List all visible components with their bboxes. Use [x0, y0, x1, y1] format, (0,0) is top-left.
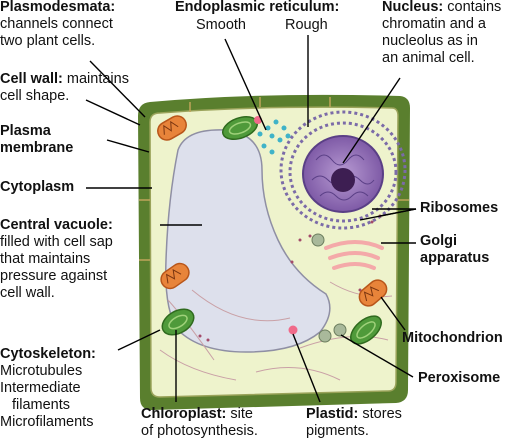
label-plastid: Plastid: stores pigments. [306, 406, 402, 440]
label-nucleus-desc4: an animal cell. [382, 50, 475, 66]
label-central-vacuole-line2: that maintains [0, 251, 91, 267]
label-cytoplasm: Cytoplasm [0, 179, 74, 196]
label-cell-wall: Cell wall: maintains cell shape. [0, 71, 129, 105]
label-cytoskeleton-line4: Microfilaments [0, 414, 94, 430]
label-golgi-line1: Golgi [420, 233, 458, 249]
label-plastid-desc1: stores [362, 406, 402, 422]
label-cytoskeleton: Cytoskeleton: Microtubules Intermediate … [0, 346, 96, 431]
label-central-vacuole-line1: filled with cell sap [0, 234, 113, 250]
label-cytoskeleton-line3: filaments [12, 397, 71, 413]
label-central-vacuole-line3: pressure against [0, 268, 108, 284]
label-nucleus: Nucleus: contains chromatin and a nucleo… [382, 0, 501, 67]
label-mitochondrion-name: Mitochondrion [402, 330, 503, 346]
label-cell-wall-desc2: cell shape. [0, 88, 70, 104]
label-er-name: Endoplasmic reticulum: [175, 0, 340, 15]
label-chloroplast-desc1: site [230, 406, 253, 422]
label-plasma-membrane-line2: membrane [0, 140, 74, 156]
golgi-apparatus [324, 240, 384, 270]
label-cytoskeleton-line2: Intermediate [0, 380, 81, 396]
label-plasmodesmata-name: Plasmodesmata: [0, 0, 116, 15]
label-central-vacuole-line4: cell wall. [0, 285, 55, 301]
label-plasmodesmata-line1: channels connect [0, 16, 113, 32]
label-nucleus-desc3: nucleolus as in [382, 33, 478, 49]
label-peroxisome: Peroxisome [418, 370, 500, 387]
mitochondrion [160, 262, 190, 290]
label-er-smooth: Smooth [196, 17, 246, 33]
label-nucleus-desc2: chromatin and a [382, 16, 486, 32]
label-plasmodesmata: Plasmodesmata: channels connect two plan… [0, 0, 115, 50]
peroxisome [311, 233, 347, 343]
label-nucleus-desc1: contains [447, 0, 502, 15]
label-central-vacuole-name: Central vacuole: [0, 217, 113, 233]
rough-er-outer [279, 110, 407, 230]
mitochondrion [358, 279, 388, 307]
label-chloroplast-name: Chloroplast: [141, 406, 227, 422]
label-cell-wall-name: Cell wall: [0, 71, 63, 87]
label-er: Endoplasmic reticulum: [175, 0, 339, 16]
label-cytoskeleton-name: Cytoskeleton: [0, 346, 96, 362]
label-peroxisome-name: Peroxisome [418, 370, 501, 386]
label-er-rough: Rough [285, 17, 328, 33]
label-cytoplasm-name: Cytoplasm [0, 179, 75, 195]
label-nucleus-name: Nucleus: [382, 0, 444, 15]
label-ribosomes-name: Ribosomes [420, 200, 499, 216]
rough-er-inner [288, 121, 398, 223]
smooth-er [257, 119, 291, 155]
label-plastid-name: Plastid: [306, 406, 359, 422]
label-mitochondrion: Mitochondrion [402, 330, 503, 347]
label-golgi: Golgi apparatus [420, 233, 489, 267]
label-plasma-membrane: Plasma membrane [0, 123, 73, 157]
nucleolus [331, 168, 355, 192]
label-chloroplast-desc2: of photosynthesis. [141, 423, 258, 439]
plastid [288, 325, 298, 335]
label-plastid-desc2: pigments. [306, 423, 369, 439]
leader-lines [85, 35, 417, 403]
label-cytoskeleton-line1: Microtubules [0, 363, 83, 379]
label-plasma-membrane-line1: Plasma [0, 123, 51, 139]
plasmodesmata [139, 97, 409, 261]
mitochondrion [157, 115, 187, 141]
label-chloroplast: Chloroplast: site of photosynthesis. [141, 406, 258, 440]
label-golgi-line2: apparatus [420, 250, 490, 266]
label-ribosomes: Ribosomes [420, 200, 498, 217]
chloroplast [161, 308, 195, 336]
label-cell-wall-desc1: maintains [66, 71, 129, 87]
label-central-vacuole: Central vacuole: filled with cell sap th… [0, 217, 113, 302]
label-plasmodesmata-line2: two plant cells. [0, 33, 96, 49]
